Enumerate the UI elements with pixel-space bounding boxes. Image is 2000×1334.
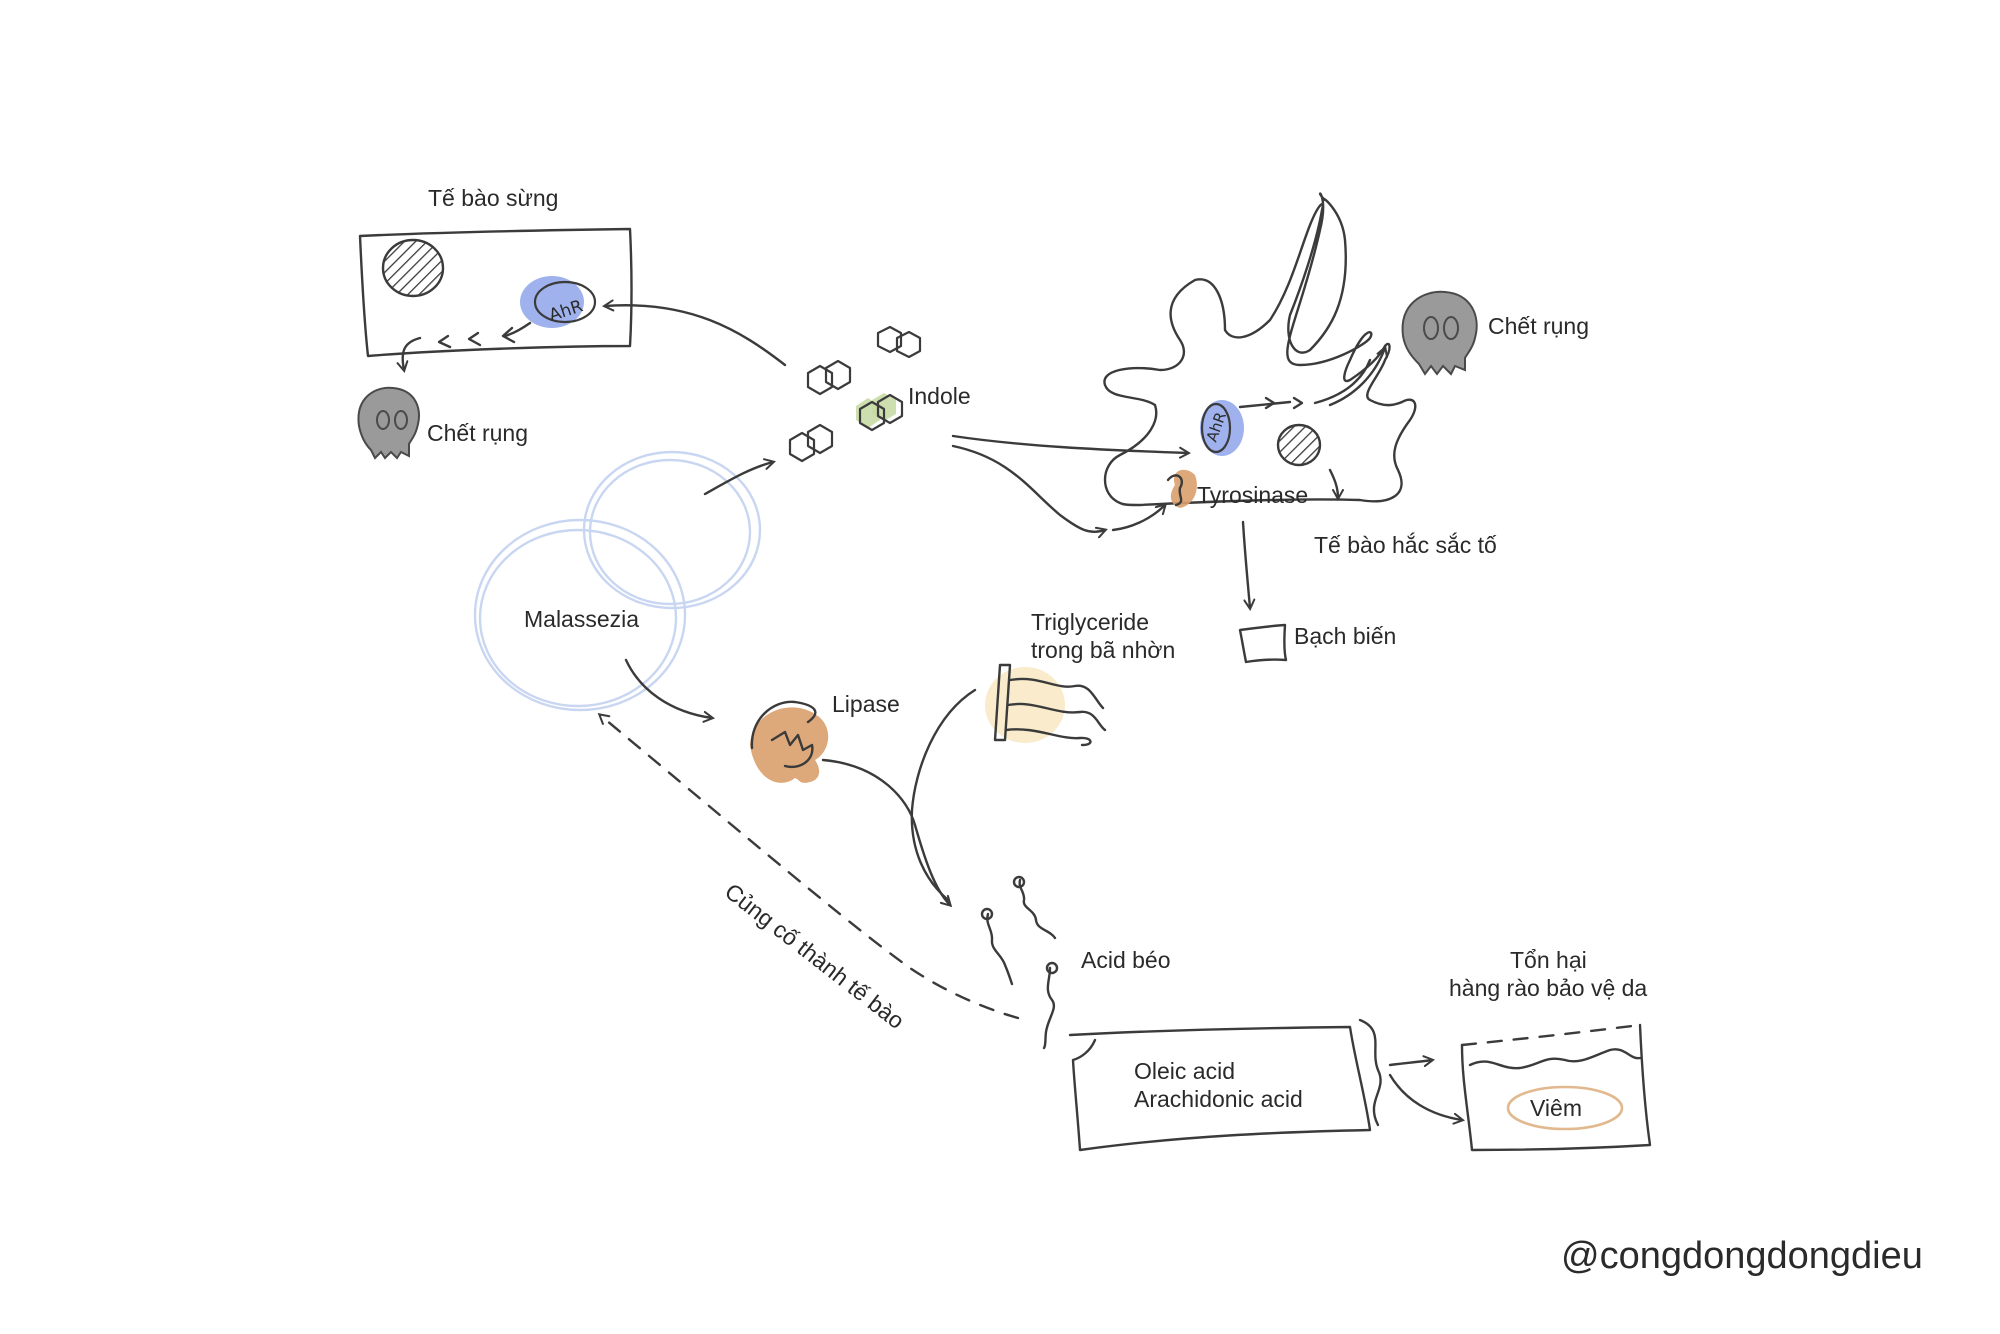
nucleus-icon	[1276, 423, 1322, 467]
skull-icon	[1401, 290, 1478, 376]
signal-chevrons	[403, 321, 532, 370]
arrow-tyrosinase-inhibit	[1111, 505, 1165, 532]
skull-icon	[357, 386, 420, 460]
ahr-receptor-icon: AhR	[1200, 400, 1244, 456]
fatty-acid-icon	[980, 875, 1059, 1050]
arrow-triglyceride-to-fatty-acid	[910, 688, 977, 902]
tyrosinase-enzyme-icon	[1166, 469, 1197, 508]
inflammation-ring-icon	[1506, 1085, 1624, 1131]
arrow-malassezia-to-indole	[703, 462, 773, 496]
lipase-enzyme-icon	[750, 700, 829, 783]
triglyceride-label-2: trong bã nhờn	[1031, 637, 1176, 663]
keratinocyte-label: Tế bào sừng	[428, 185, 559, 211]
barrier-label-1: Tổn hại	[1510, 947, 1587, 973]
malassezia-cell	[473, 450, 762, 712]
skin-barrier-box	[1460, 1023, 1652, 1152]
oleic-acid-box	[1068, 1025, 1372, 1152]
triglyceride-icon	[985, 663, 1107, 747]
watermark: @congdongdongdieu	[1561, 1235, 1923, 1277]
nucleus-icon	[381, 238, 445, 298]
arrow-cell-wall-reinforce	[600, 715, 1020, 1020]
death-right-label: Chết rụng	[1488, 313, 1590, 339]
ahr-receptor-icon: AhR	[520, 276, 597, 328]
arrow-to-barrier	[1388, 1060, 1432, 1065]
keratinocyte-cell: AhR	[358, 227, 633, 370]
death-left-label: Chết rụng	[427, 420, 529, 446]
arrow-to-inflammation	[1388, 1073, 1462, 1120]
arrow-to-vitiligo	[1241, 520, 1250, 608]
vitiligo-label: Bạch biến	[1294, 623, 1397, 649]
arrow-lipase-to-fatty-acid	[821, 758, 950, 905]
vitiligo-patch-icon	[1238, 623, 1288, 664]
arrow-indole-to-keratinocyte	[605, 305, 787, 367]
skin-surface-wave	[1468, 1048, 1642, 1070]
arrow-malassezia-to-lipase	[624, 658, 712, 718]
melanocyte-cell: AhR	[1103, 192, 1417, 508]
arrow-indole-to-melanocyte-tyrosinase	[951, 444, 1105, 532]
malassezia-label: Malassezia	[524, 606, 640, 632]
lipase-label: Lipase	[832, 691, 900, 717]
arrow-indole-to-melanocyte-ahr	[951, 434, 1188, 453]
fatty-acid-label: Acid béo	[1081, 947, 1171, 973]
wavy-line-icon	[1358, 1018, 1382, 1127]
melanocyte-label: Tế bào hắc sắc tố	[1314, 532, 1497, 558]
tyrosinase-label: Tyrosinase	[1197, 482, 1309, 508]
arachidonic-acid-label: Arachidonic acid	[1134, 1086, 1303, 1112]
indole-molecule-icon	[788, 325, 922, 463]
indole-label: Indole	[908, 383, 971, 409]
triglyceride-label-1: Triglyceride	[1031, 609, 1150, 635]
barrier-label-2: hàng rào bảo vệ da	[1449, 975, 1648, 1001]
inflammation-label: Viêm	[1530, 1095, 1582, 1121]
oleic-acid-label: Oleic acid	[1134, 1058, 1235, 1084]
